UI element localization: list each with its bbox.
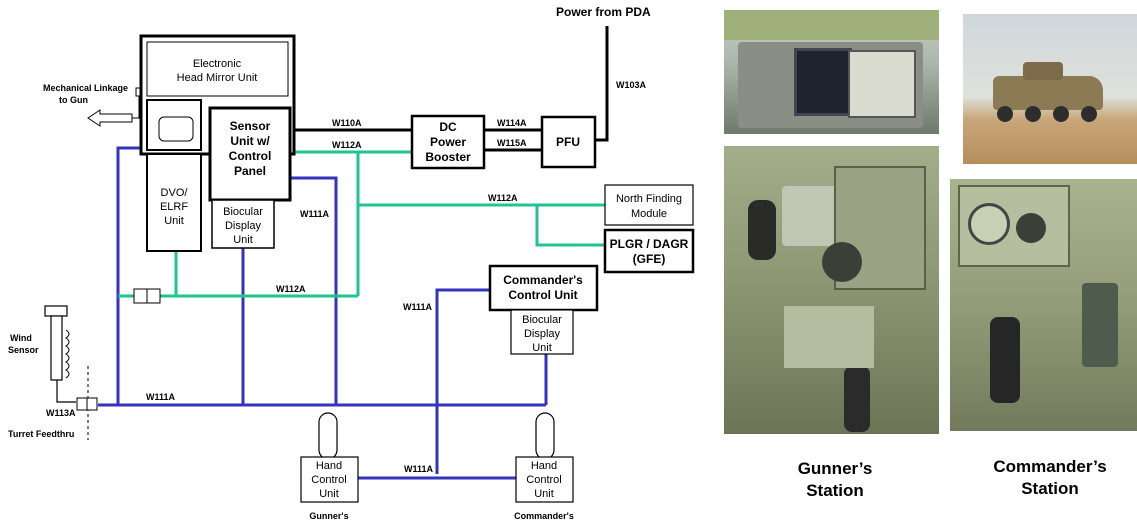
wire-label-w115a: W115A bbox=[497, 138, 527, 148]
gunners-station-caption: Gunner’s Station bbox=[765, 458, 905, 502]
mechanical-linkage-label-2: to Gun bbox=[59, 95, 88, 105]
photo-commanders-station bbox=[950, 179, 1137, 431]
ehmu-label-line1: Electronic bbox=[193, 58, 242, 70]
dc-label-line2: Power bbox=[430, 135, 466, 149]
commanders-bottom-label: Commander's bbox=[514, 511, 574, 521]
mechanical-linkage-label-1: Mechanical Linkage bbox=[43, 83, 128, 93]
biocular-gunner-line2: Display bbox=[225, 220, 262, 232]
commanders-control-unit-box: Commander's Control Unit bbox=[490, 266, 597, 310]
dvo-elrf-box: DVO/ ELRF Unit bbox=[147, 154, 201, 251]
power-from-pda-label: Power from PDA bbox=[556, 5, 651, 19]
biocular-gunner-line3: Unit bbox=[233, 234, 253, 246]
wire-label-w111a-bus: W111A bbox=[146, 392, 176, 402]
biocular-commander-line1: Biocular bbox=[522, 314, 562, 326]
pfu-box: PFU bbox=[542, 117, 595, 167]
commanders-station-caption-line2: Station bbox=[970, 478, 1130, 500]
photo-gunners-station bbox=[724, 146, 939, 434]
dvo-label-line2: ELRF bbox=[160, 201, 188, 213]
wire-label-w112a-bottom: W112A bbox=[276, 284, 306, 294]
hcu-gunner-line2: Control bbox=[311, 474, 346, 486]
gunners-station-caption-line2: Station bbox=[765, 480, 905, 502]
wire-label-w111a-hand: W111A bbox=[404, 464, 434, 474]
gunners-bottom-label: Gunner's bbox=[309, 511, 348, 521]
pfu-label: PFU bbox=[556, 135, 580, 149]
wire-label-w103a: W103A bbox=[616, 80, 647, 90]
north-finding-line2: Module bbox=[631, 208, 667, 220]
hand-control-gunner: Hand Control Unit bbox=[301, 413, 358, 502]
wire-label-w111a-sensor: W111A bbox=[300, 209, 330, 219]
mechanical-linkage-arrow bbox=[88, 88, 148, 126]
wire-label-w111a-commander: W111A bbox=[403, 302, 433, 312]
north-finding-box: North Finding Module bbox=[605, 185, 693, 225]
plgr-line2: (GFE) bbox=[633, 252, 666, 266]
biocular-commander-box: Biocular Display Unit bbox=[511, 310, 573, 354]
dc-power-booster-box: DC Power Booster bbox=[412, 116, 484, 168]
turret-feedthru-label: Turret Feedthru bbox=[8, 429, 74, 439]
sensor-label-line3: Control bbox=[229, 149, 272, 163]
dvo-label-line1: DVO/ bbox=[161, 187, 189, 199]
wire-label-w114a: W114A bbox=[497, 118, 527, 128]
hand-control-commander: Hand Control Unit bbox=[516, 413, 573, 502]
dc-label-line1: DC bbox=[439, 120, 457, 134]
dc-label-line3: Booster bbox=[425, 150, 471, 164]
sensor-label-line2: Unit w/ bbox=[230, 134, 270, 148]
sensor-label-line1: Sensor bbox=[230, 119, 271, 133]
hcu-commander-line3: Unit bbox=[534, 488, 554, 500]
sensor-label-line4: Panel bbox=[234, 164, 266, 178]
wire-label-w112a-mid: W112A bbox=[488, 193, 518, 203]
wind-sensor bbox=[45, 306, 76, 402]
biocular-commander-line2: Display bbox=[524, 328, 561, 340]
system-block-diagram: Electronic Head Mirror Unit DVO/ ELRF Un… bbox=[0, 0, 715, 522]
wire-label-w113a: W113A bbox=[46, 408, 76, 418]
commanders-station-caption: Commander’s Station bbox=[970, 456, 1130, 500]
gunners-station-caption-line1: Gunner’s bbox=[765, 458, 905, 480]
dvo-label-line3: Unit bbox=[164, 215, 184, 227]
wire-label-w110a: W110A bbox=[332, 118, 362, 128]
turret-feedthru bbox=[77, 366, 97, 440]
wind-sensor-label-1: Wind bbox=[10, 333, 32, 343]
ehmu-label-line2: Head Mirror Unit bbox=[177, 72, 258, 84]
photo-vehicle bbox=[963, 14, 1137, 164]
plgr-line1: PLGR / DAGR bbox=[610, 237, 689, 251]
hcu-gunner-line1: Hand bbox=[316, 460, 342, 472]
hcu-commander-line1: Hand bbox=[531, 460, 557, 472]
commanders-station-caption-line1: Commander’s bbox=[970, 456, 1130, 478]
hcu-gunner-line3: Unit bbox=[319, 488, 339, 500]
ccu-line1: Commander's bbox=[503, 273, 583, 287]
biocular-gunner-line1: Biocular bbox=[223, 206, 263, 218]
photo-gunner-sight-top bbox=[724, 10, 939, 134]
biocular-commander-line3: Unit bbox=[532, 342, 552, 354]
sensor-unit-box: Sensor Unit w/ Control Panel bbox=[210, 108, 290, 200]
wind-sensor-label-2: Sensor bbox=[8, 345, 39, 355]
north-finding-line1: North Finding bbox=[616, 193, 682, 205]
biocular-gunner-box: Biocular Display Unit bbox=[212, 200, 274, 248]
connector-block bbox=[134, 289, 160, 303]
hcu-commander-line2: Control bbox=[526, 474, 561, 486]
wire-label-w112a-top: W112A bbox=[332, 140, 362, 150]
plgr-dagr-box: PLGR / DAGR (GFE) bbox=[605, 230, 693, 272]
ccu-line2: Control Unit bbox=[508, 288, 577, 302]
